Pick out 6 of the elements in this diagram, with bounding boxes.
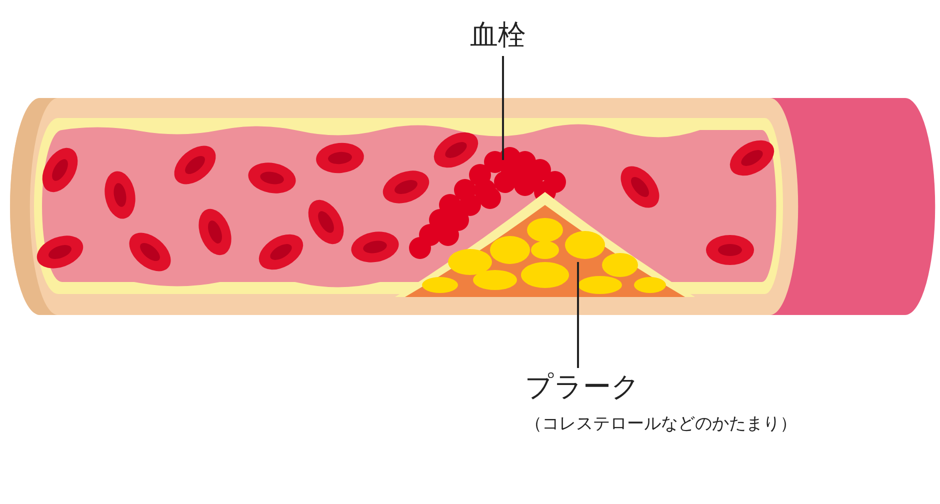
leader-line [502,56,504,160]
part-label: プラーク [525,369,641,405]
leader-line [577,262,579,368]
plaque-drawing [395,192,695,297]
part-description: （コレステロールなどのかたまり） [525,413,797,435]
part-label: 血栓 [470,16,526,54]
